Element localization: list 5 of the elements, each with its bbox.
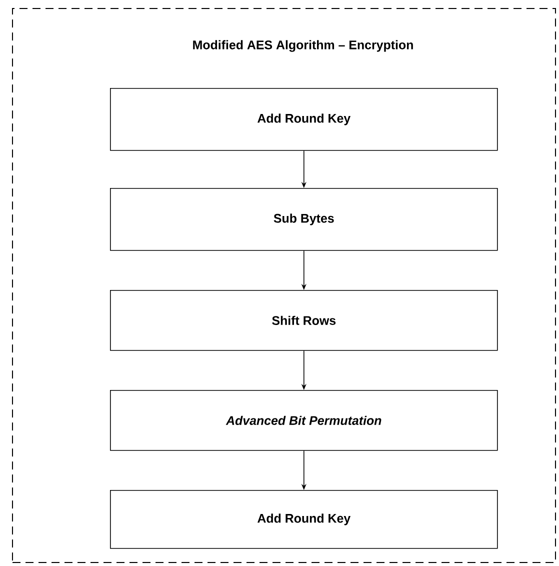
process-box: Add Round Key <box>110 88 498 151</box>
process-box: Advanced Bit Permutation <box>110 390 498 451</box>
process-box: Sub Bytes <box>110 188 498 251</box>
process-box: Add Round Key <box>110 490 498 549</box>
process-box: Shift Rows <box>110 290 498 351</box>
